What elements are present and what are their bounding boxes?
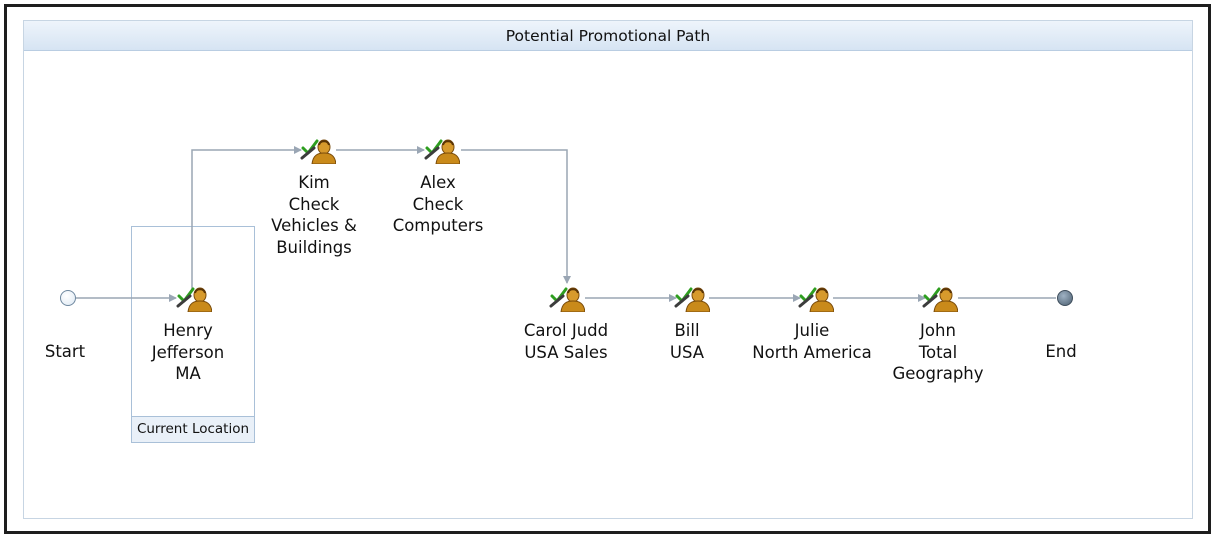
end-node-icon	[1057, 290, 1073, 306]
node-label-john: John Total Geography	[892, 321, 984, 383]
node-label-kim: Kim Check Vehicles & Buildings	[271, 173, 357, 257]
panel-title: Potential Promotional Path	[24, 21, 1192, 51]
current-location-label: Current Location	[132, 416, 254, 442]
approver-check-icon[interactable]	[300, 136, 336, 164]
connector-henry-kim	[191, 146, 302, 290]
approver-check-icon[interactable]	[798, 284, 834, 312]
connector-alex-carol	[461, 149, 571, 284]
node-label-carol: Carol Judd USA Sales	[523, 321, 609, 362]
node-label-henry: Henry Jefferson MA	[151, 321, 225, 383]
end-label: End	[1045, 342, 1077, 361]
approver-check-icon[interactable]	[922, 284, 958, 312]
approver-check-icon[interactable]	[424, 136, 460, 164]
node-label-julie: Julie North America	[752, 321, 872, 362]
start-node-icon	[60, 290, 76, 306]
approver-check-icon[interactable]	[549, 284, 585, 312]
node-label-alex: Alex Check Computers	[392, 173, 484, 235]
start-label: Start	[44, 342, 86, 361]
approver-check-icon[interactable]	[176, 284, 212, 312]
node-label-bill: Bill USA	[669, 321, 705, 362]
approver-check-icon[interactable]	[674, 284, 710, 312]
current-location-box: Current Location	[131, 226, 255, 443]
